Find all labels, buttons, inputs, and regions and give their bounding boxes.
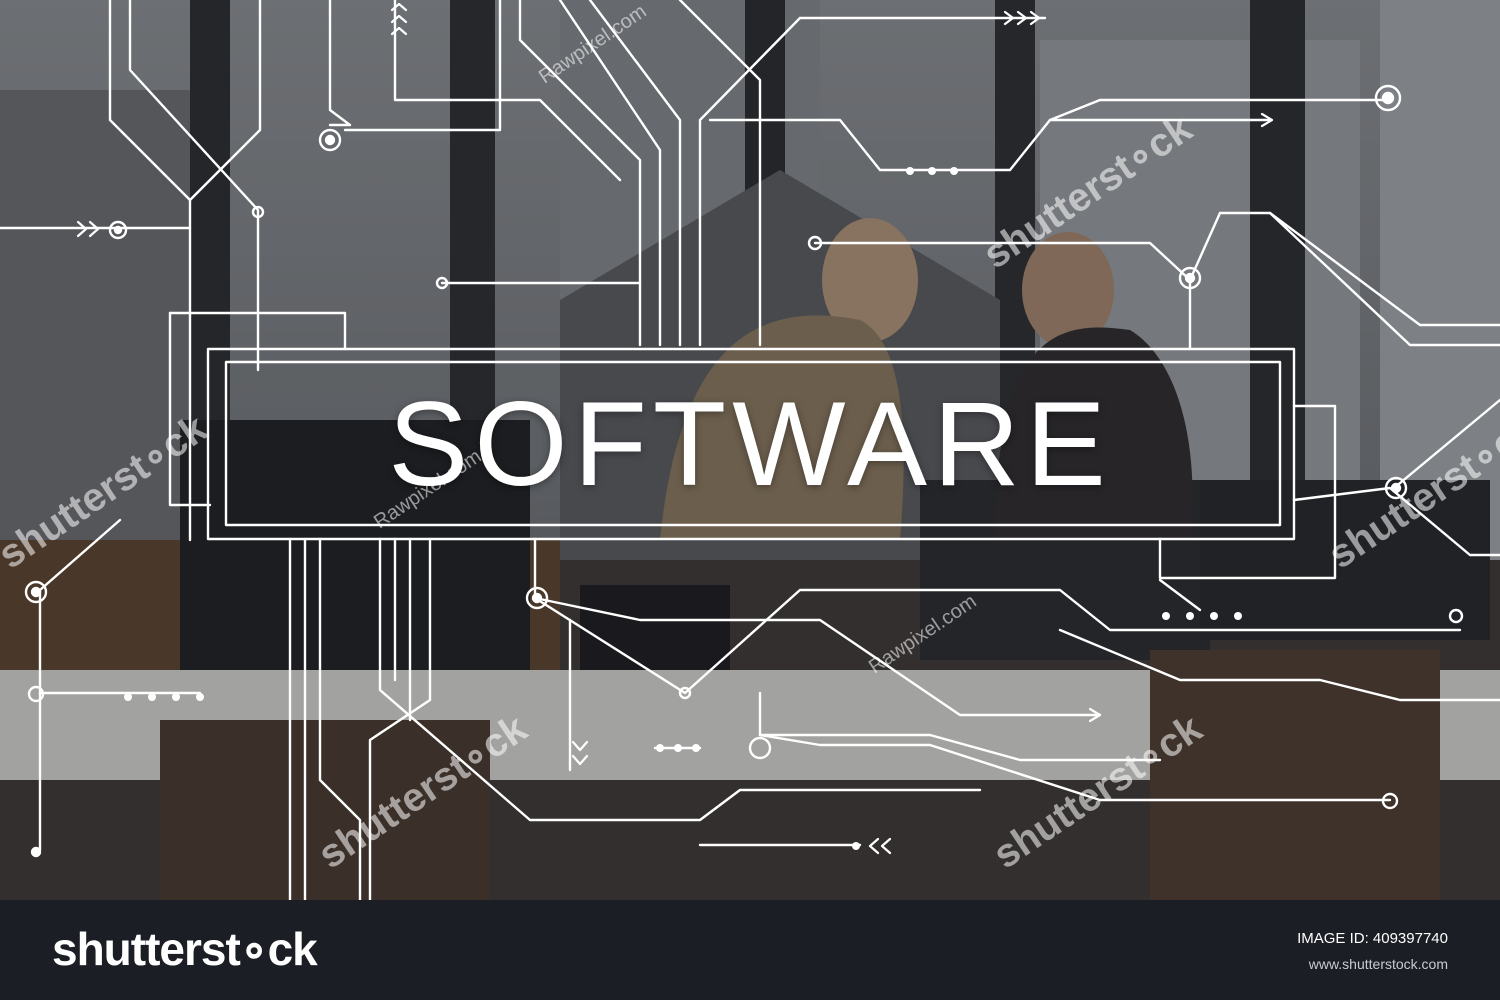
software-headline: SOFTWARE [388,377,1112,511]
circuit-overlay [0,0,1500,900]
shutterstock-footer-bar [0,900,1500,1000]
shutterstock-logo: shutterst∘ck [52,923,318,975]
office-photo-with-circuit-overlay: SOFTWARE shutterst∘ck shutterst∘ck shutt… [0,0,1500,900]
shutterstock-url: www.shutterstock.com [1308,956,1448,972]
image-id-label: IMAGE ID: 409397740 [1297,930,1448,947]
headline-inner-frame [224,360,1282,527]
headline-outer-frame [206,347,1296,541]
